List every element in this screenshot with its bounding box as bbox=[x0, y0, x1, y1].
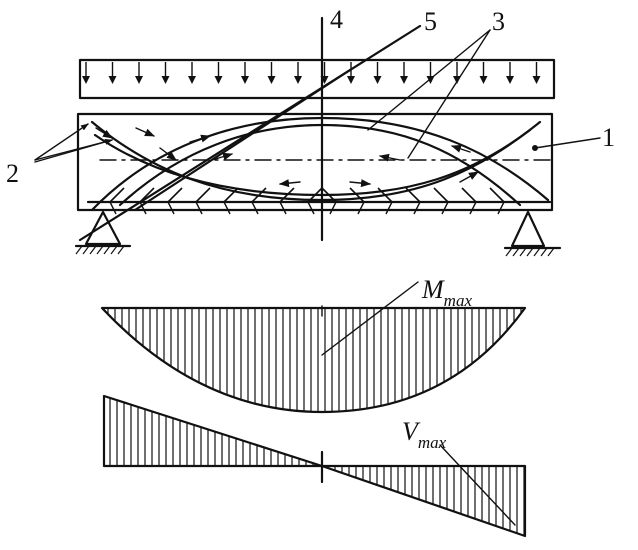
beam-body bbox=[76, 112, 554, 212]
stirrup-tail bbox=[251, 201, 259, 215]
shear-diagram: Vmax bbox=[102, 394, 527, 538]
stirrup-tail bbox=[441, 201, 449, 215]
stirrup bbox=[433, 187, 449, 203]
label-3: 3 bbox=[492, 7, 505, 36]
load-arrow bbox=[241, 62, 249, 84]
load-arrow bbox=[400, 62, 408, 84]
load-arrow bbox=[373, 62, 382, 84]
stirrup-tail bbox=[223, 201, 231, 215]
load-arrow bbox=[108, 62, 117, 84]
compression-trajectory bbox=[90, 120, 542, 202]
stirrup-tail bbox=[195, 201, 203, 215]
load-arrows bbox=[82, 62, 541, 84]
shear-label: Vmax bbox=[402, 417, 447, 452]
load-arrow bbox=[294, 62, 302, 84]
stirrup bbox=[489, 187, 505, 203]
label-1: 1 bbox=[602, 123, 615, 152]
shear-positive bbox=[102, 394, 324, 468]
stirrup bbox=[223, 187, 239, 203]
leader-2-b bbox=[34, 123, 89, 161]
inclined-line-5 bbox=[78, 24, 422, 242]
stirrup-tail bbox=[357, 201, 365, 215]
load-band bbox=[78, 58, 556, 100]
load-arrow bbox=[532, 62, 541, 84]
stirrup-tail bbox=[469, 201, 477, 215]
trajectory-arrow bbox=[451, 145, 471, 153]
moment-label: Mmax bbox=[421, 275, 472, 310]
label-4: 4 bbox=[330, 5, 343, 34]
load-arrow bbox=[161, 62, 170, 84]
stirrup-tail bbox=[413, 201, 421, 215]
right-support bbox=[503, 210, 562, 257]
moment-diagram: Mmax bbox=[100, 275, 527, 414]
trajectory-arrow bbox=[135, 127, 155, 137]
load-arrow bbox=[82, 62, 90, 84]
stress-trajectories bbox=[90, 116, 550, 212]
stirrup-tail bbox=[497, 201, 505, 215]
load-arrow bbox=[267, 62, 276, 84]
leader-2-c bbox=[34, 139, 113, 163]
trajectory-arrow bbox=[189, 134, 211, 143]
shear-negative bbox=[320, 464, 527, 538]
label-5: 5 bbox=[424, 7, 437, 36]
trajectory-arrow bbox=[349, 179, 371, 188]
load-arrow bbox=[479, 62, 488, 84]
trajectory-arrow bbox=[279, 179, 301, 188]
leader-3-a bbox=[367, 29, 491, 131]
stirrup-tail bbox=[109, 201, 117, 215]
distributed-load bbox=[78, 58, 556, 100]
load-arrow bbox=[214, 62, 223, 84]
stirrup-tail bbox=[329, 201, 337, 215]
leader-1 bbox=[534, 137, 601, 149]
inclined-line-secondary bbox=[133, 68, 352, 212]
leader-1-dot bbox=[532, 145, 538, 151]
stirrup-tail bbox=[279, 201, 287, 215]
stirrup bbox=[461, 187, 477, 203]
load-arrow bbox=[135, 62, 143, 84]
trajectory-arrow bbox=[379, 153, 401, 162]
trajectory-arrow bbox=[459, 171, 479, 183]
stirrup bbox=[109, 187, 125, 203]
trajectory-inner-upper bbox=[118, 123, 522, 207]
left-support bbox=[74, 210, 132, 255]
trajectory-arrow bbox=[95, 127, 113, 139]
load-arrow bbox=[506, 62, 514, 84]
stirrup-tail bbox=[307, 201, 315, 215]
moment-outline bbox=[100, 306, 527, 414]
shear-leader bbox=[439, 444, 516, 526]
label-2: 2 bbox=[6, 159, 19, 188]
stirrup bbox=[195, 187, 211, 203]
stirrup-tail bbox=[385, 201, 393, 215]
leader-3-b bbox=[407, 29, 491, 159]
load-arrow bbox=[347, 62, 355, 84]
load-arrow bbox=[188, 62, 196, 84]
stirrup-tail bbox=[167, 201, 175, 215]
moment-leader bbox=[321, 281, 419, 356]
stirrup bbox=[167, 187, 183, 203]
trajectory-arrow bbox=[159, 147, 177, 161]
stirrup bbox=[349, 187, 365, 203]
stirrup-tail bbox=[139, 201, 147, 215]
